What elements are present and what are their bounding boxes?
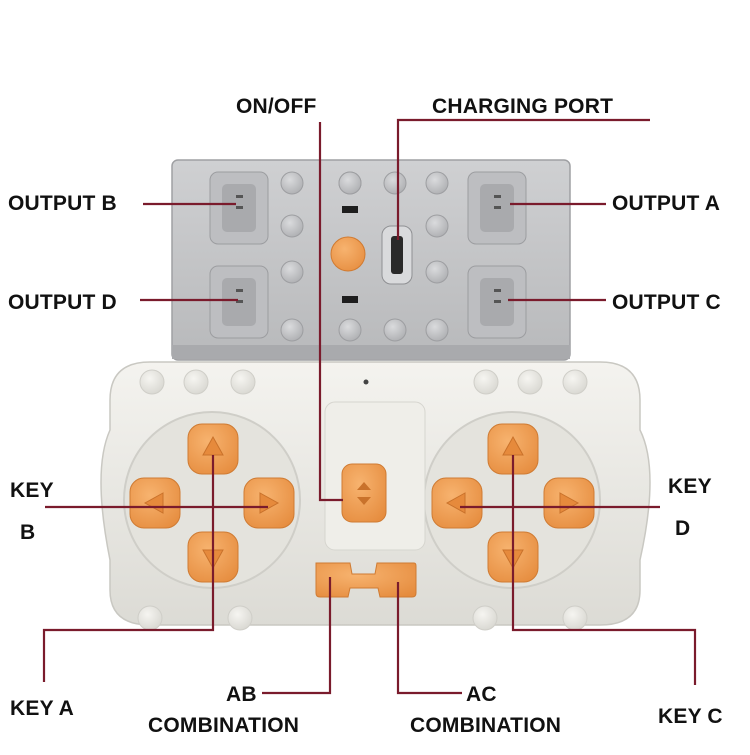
- lego-stud: [383, 171, 407, 195]
- lego-stud: [227, 605, 253, 631]
- lego-stud: [183, 369, 209, 395]
- label-output-a: OUTPUT A: [612, 192, 721, 215]
- indicator-slot: [342, 296, 358, 303]
- label-output-b: OUTPUT B: [8, 192, 117, 215]
- label-ab-line2: COMBINATION: [148, 714, 300, 737]
- on-off-button[interactable]: [330, 236, 366, 272]
- label-ac-line2: COMBINATION: [410, 714, 562, 737]
- label-key-c: KEY C: [658, 705, 723, 728]
- label-key-b-line2: B: [20, 521, 36, 544]
- remote-body-studs: [137, 369, 588, 631]
- leader-line-charging-port: [396, 118, 650, 240]
- lego-stud: [425, 318, 449, 342]
- lego-stud: [425, 260, 449, 284]
- lego-stud: [338, 171, 362, 195]
- combination-bar-button[interactable]: [315, 562, 417, 598]
- indicator-slot: [342, 206, 358, 213]
- label-key-d-line1: KEY: [668, 475, 712, 498]
- output-d-port[interactable]: [209, 265, 269, 339]
- chevron-down-icon: [357, 497, 371, 505]
- lego-stud: [280, 318, 304, 342]
- lego-stud: [139, 369, 165, 395]
- lego-stud: [338, 318, 362, 342]
- lego-stud: [562, 369, 588, 395]
- lego-stud: [473, 369, 499, 395]
- lego-stud: [280, 260, 304, 284]
- charging-port[interactable]: [381, 225, 413, 285]
- lego-stud: [280, 214, 304, 238]
- label-ac-line1: AC: [466, 683, 497, 706]
- leader-line-on-off: [318, 122, 343, 502]
- left-dpad: [129, 423, 295, 583]
- leader-line-key-a: [42, 455, 215, 682]
- label-key-a: KEY A: [10, 697, 75, 720]
- lego-stud: [562, 605, 588, 631]
- leader-line-key-c: [511, 455, 697, 685]
- battery-box-studs: [280, 171, 449, 342]
- label-on-off: ON/OFF: [236, 95, 317, 118]
- lego-stud: [425, 171, 449, 195]
- label-charging-port: CHARGING PORT: [432, 95, 614, 118]
- lego-stud: [137, 605, 163, 631]
- center-switch[interactable]: [341, 463, 387, 523]
- lego-stud: [230, 369, 256, 395]
- leader-lines: [42, 118, 697, 695]
- lego-stud: [383, 318, 407, 342]
- label-key-d-line2: D: [675, 517, 691, 540]
- lego-stud: [517, 369, 543, 395]
- leader-line-ab: [262, 577, 332, 695]
- label-ab-line1: AB: [226, 683, 257, 706]
- output-c-port[interactable]: [467, 265, 527, 339]
- output-b-port[interactable]: [209, 171, 269, 245]
- chevron-up-icon: [357, 482, 371, 490]
- label-output-c: OUTPUT C: [612, 291, 721, 314]
- leader-line-ac: [396, 582, 462, 695]
- output-a-port[interactable]: [467, 171, 527, 245]
- lego-stud: [280, 171, 304, 195]
- lego-stud: [472, 605, 498, 631]
- label-key-b-line1: KEY: [10, 479, 54, 502]
- lego-stud: [425, 214, 449, 238]
- label-output-d: OUTPUT D: [8, 291, 117, 314]
- status-led: [363, 379, 369, 385]
